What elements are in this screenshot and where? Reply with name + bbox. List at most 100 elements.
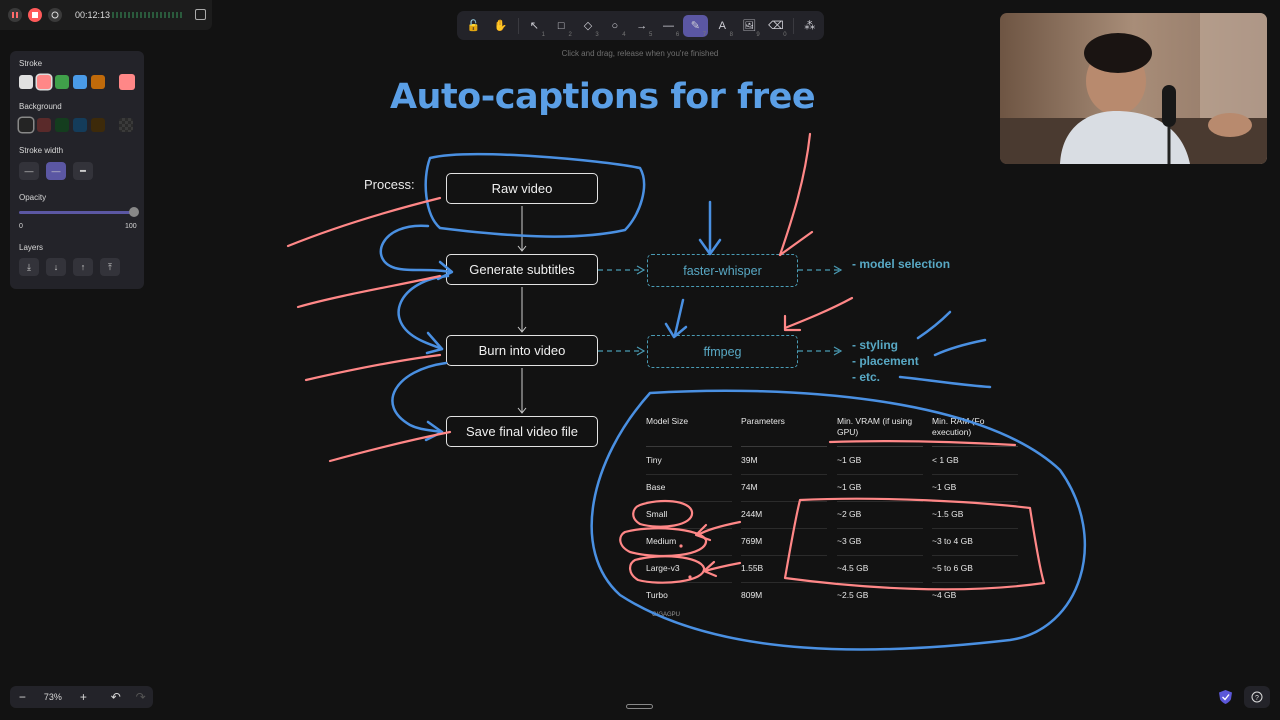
select-tool-shortcut: 1 xyxy=(541,31,545,38)
stroke-width-thin[interactable]: — xyxy=(19,162,39,180)
stroke-width-extra-bold[interactable]: ━ xyxy=(73,162,93,180)
process-label: Process: xyxy=(364,177,415,192)
table-cell: 809M xyxy=(741,590,763,600)
image-tool-shortcut: 9 xyxy=(756,31,760,38)
transparent-swatch[interactable] xyxy=(119,118,133,132)
table-cell: 769M xyxy=(741,536,763,546)
table-cell: Base xyxy=(646,482,666,492)
blue-curve-to-burn xyxy=(397,274,450,351)
stroke-label: Stroke xyxy=(19,59,43,68)
stroke-color-swatch[interactable] xyxy=(73,75,87,89)
undo-icon[interactable]: ↶ xyxy=(110,690,121,704)
draw-tool-shortcut: 7 xyxy=(702,31,707,38)
red-arrow-whisper xyxy=(778,132,812,257)
node-ffmpeg[interactable]: ffmpeg xyxy=(647,335,798,368)
node-burn-into-video[interactable]: Burn into video xyxy=(446,335,598,366)
canvas-title[interactable]: Auto-captions for free xyxy=(389,77,816,117)
image-tool-icon[interactable]: 🖼9 xyxy=(742,20,760,38)
opacity-label: Opacity xyxy=(19,193,47,202)
blue-oval-table xyxy=(590,389,1086,651)
draw-tool-icon[interactable]: ✎7 xyxy=(682,14,709,38)
bring-to-front-icon[interactable]: ⤒ xyxy=(100,258,120,276)
table-cell: ~1.5 GB xyxy=(932,509,964,519)
hand-tool-icon[interactable]: ✋ xyxy=(493,20,508,32)
node-generate-subtitles[interactable]: Generate subtitles xyxy=(446,254,598,285)
properties-panel: Stroke Background Stroke width — — ━ Opa… xyxy=(10,51,144,289)
table-cell: ~4.5 GB xyxy=(837,563,869,573)
pause-icon[interactable] xyxy=(8,8,22,22)
rectangle-tool-icon[interactable]: □2 xyxy=(557,19,572,38)
more-tool-icon[interactable]: ⁂ xyxy=(804,20,816,32)
record-stop-icon[interactable] xyxy=(28,8,42,22)
table-cell: Small xyxy=(646,509,668,519)
zoom-out-button[interactable]: − xyxy=(18,690,26,704)
layers-label: Layers xyxy=(19,243,44,252)
background-color-swatch[interactable] xyxy=(91,118,105,132)
text-tool-shortcut: 8 xyxy=(729,31,733,38)
note-placement[interactable]: - placement xyxy=(852,354,919,368)
line-tool-shortcut: 6 xyxy=(675,31,680,38)
restart-icon[interactable] xyxy=(48,8,62,22)
collapse-icon[interactable] xyxy=(195,9,206,20)
audio-level-meter xyxy=(112,12,182,18)
table-row-divider xyxy=(741,528,827,529)
send-to-back-icon[interactable]: ⤓ xyxy=(19,258,39,276)
opacity-slider[interactable] xyxy=(19,211,135,214)
bring-forward-icon[interactable]: ↑ xyxy=(73,258,93,276)
table-row-divider xyxy=(932,501,1018,502)
help-icon[interactable]: ? xyxy=(1244,686,1270,708)
scroll-handle[interactable] xyxy=(626,704,653,709)
background-color-swatch[interactable] xyxy=(19,118,33,132)
stroke-color-swatch[interactable] xyxy=(19,75,33,89)
redo-icon[interactable]: ↷ xyxy=(135,690,146,704)
toolbar-separator xyxy=(517,17,519,34)
ellipse-tool-icon[interactable]: ○4 xyxy=(611,19,626,38)
table-row-divider xyxy=(646,501,732,502)
stroke-width-bold[interactable]: — xyxy=(46,162,66,180)
opacity-min: 0 xyxy=(19,223,23,230)
table-row-divider xyxy=(837,474,923,475)
line-tool-icon[interactable]: —6 xyxy=(663,19,680,38)
blue-arrow-ffmpeg xyxy=(673,298,685,337)
select-tool-icon[interactable]: ↖1 xyxy=(529,20,545,38)
table-cell: 39M xyxy=(741,455,758,465)
table-cell: Turbo xyxy=(646,590,668,600)
arrow-tool-icon[interactable]: →5 xyxy=(636,19,653,38)
stroke-color-swatch[interactable] xyxy=(55,75,69,89)
background-color-swatch[interactable] xyxy=(37,118,51,132)
send-backward-icon[interactable]: ↓ xyxy=(46,258,66,276)
stroke-color-swatch[interactable] xyxy=(91,75,105,89)
table-cell: 74M xyxy=(741,482,758,492)
node-faster-whisper[interactable]: faster-whisper xyxy=(647,254,798,287)
table-header-cell: Parameters xyxy=(741,416,785,426)
node-save-final-video[interactable]: Save final video file xyxy=(446,416,598,447)
red-rect-ram xyxy=(783,497,1046,591)
zoom-level[interactable]: 73% xyxy=(43,692,62,702)
shield-icon[interactable] xyxy=(1218,689,1233,705)
blue-loop-raw-video xyxy=(424,152,646,238)
lock-tool-icon[interactable]: 🔓 xyxy=(466,20,481,32)
table-cell: Medium xyxy=(646,536,677,546)
toolbar-separator xyxy=(793,17,795,34)
eraser-tool-icon[interactable]: ⌫0 xyxy=(768,20,787,38)
table-row-divider xyxy=(837,528,923,529)
note-styling[interactable]: - styling xyxy=(852,338,899,352)
stroke-color-swatch[interactable] xyxy=(37,75,51,89)
table-cell: ~2.5 GB xyxy=(837,590,869,600)
node-raw-video[interactable]: Raw video xyxy=(446,173,598,204)
opacity-max: 100 xyxy=(125,223,137,230)
background-color-swatch[interactable] xyxy=(73,118,87,132)
background-color-swatch[interactable] xyxy=(55,118,69,132)
note-model-selection[interactable]: - model selection xyxy=(852,257,951,271)
red-circle-small xyxy=(632,499,694,528)
zoom-in-button[interactable]: + xyxy=(79,690,87,704)
table-row-divider xyxy=(646,528,732,529)
table-row-divider xyxy=(646,555,732,556)
current-stroke-color[interactable] xyxy=(119,74,135,90)
table-header-cell: Model Size xyxy=(646,416,689,426)
opacity-slider-handle[interactable] xyxy=(129,207,139,217)
note-etc[interactable]: - etc. xyxy=(852,370,881,384)
diamond-tool-icon[interactable]: ◇3 xyxy=(583,20,599,38)
